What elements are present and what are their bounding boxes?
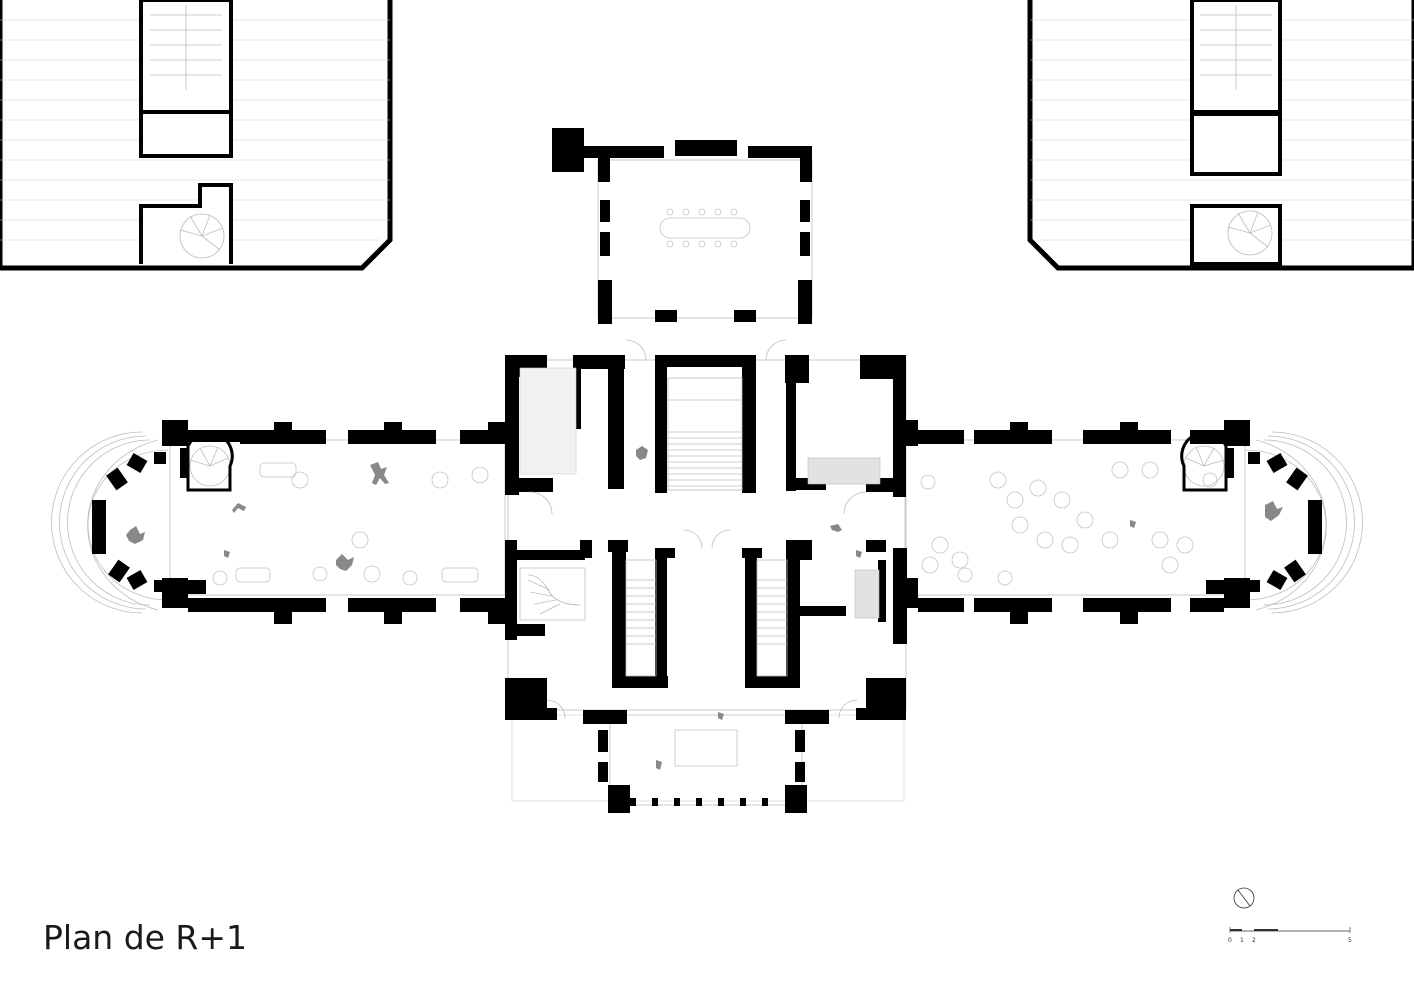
- scale-bar-icon: 0 1 2 5: [1228, 927, 1352, 944]
- neighbor-building-left: [0, 0, 393, 271]
- apse-steps: [51, 431, 1363, 614]
- scale-label-1: 1: [1240, 937, 1244, 944]
- building-outline: [87, 159, 1327, 806]
- furniture: [212, 208, 1218, 767]
- human-figures: [126, 446, 1283, 770]
- spiral-stair-outlines: [186, 431, 1228, 492]
- neighbor-building-right: [1027, 0, 1414, 271]
- staircases: [189, 377, 1225, 677]
- service-fills: [519, 367, 881, 619]
- plan-title: Plan de R+1: [43, 918, 248, 957]
- scale-label-0: 0: [1228, 937, 1232, 944]
- walls: [92, 128, 1322, 813]
- scale-label-2: 2: [1252, 937, 1256, 944]
- scale-label-5: 5: [1348, 937, 1352, 944]
- door-swings: [529, 339, 867, 719]
- north-arrow-icon: [1233, 887, 1255, 909]
